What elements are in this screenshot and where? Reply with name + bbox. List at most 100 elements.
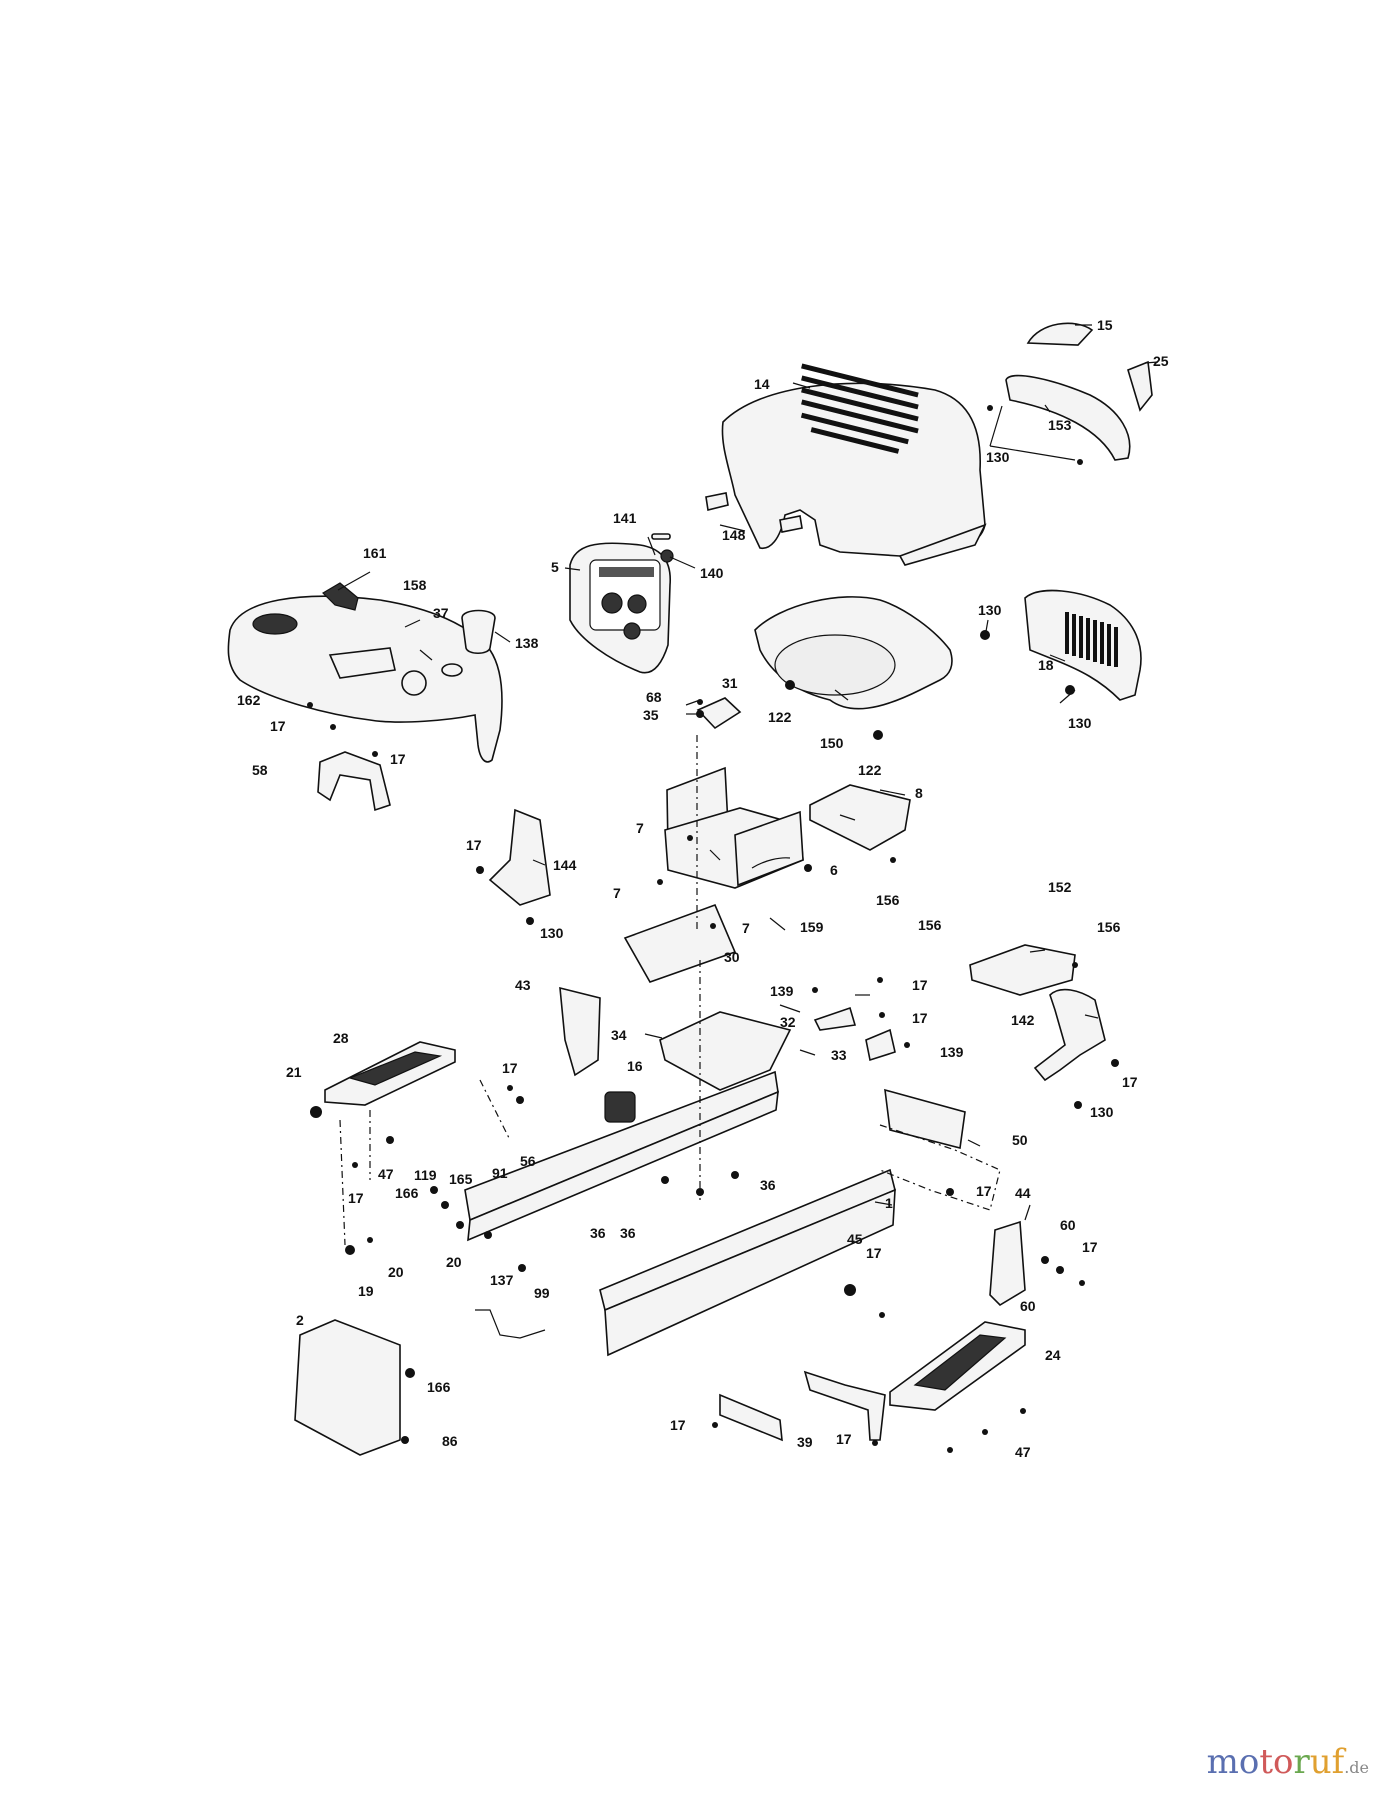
callout-91: 91 (492, 1165, 508, 1181)
callout-166a: 166 (395, 1185, 419, 1201)
callout-58: 58 (252, 762, 268, 778)
watermark-part-5: .de (1344, 1758, 1369, 1777)
callout-20b: 20 (446, 1254, 462, 1270)
watermark-part-2: to (1259, 1742, 1294, 1782)
callout-17d: 17 (912, 977, 928, 993)
part-25-shape (1127, 360, 1153, 412)
part-58-shape (317, 751, 391, 812)
callout-1: 1 (885, 1195, 893, 1211)
callout-44: 44 (1015, 1185, 1031, 1201)
part-2-shape (294, 1319, 401, 1456)
callout-142: 142 (1011, 1012, 1035, 1028)
callout-17m: 17 (836, 1431, 852, 1447)
callout-20a: 20 (388, 1264, 404, 1280)
callout-28: 28 (333, 1030, 349, 1046)
seat-pan-hole (774, 634, 896, 696)
callout-35: 35 (643, 707, 659, 723)
dash-panel-part (569, 542, 671, 674)
callout-32: 32 (780, 1014, 796, 1030)
part-16-shape (604, 1091, 636, 1123)
callout-139b: 139 (940, 1044, 964, 1060)
part-138-shape (461, 609, 496, 655)
callout-47b: 47 (1015, 1444, 1031, 1460)
assembly-centerlines (339, 735, 701, 1246)
callout-43: 43 (515, 977, 531, 993)
callout-99: 99 (534, 1285, 550, 1301)
callout-17g: 17 (502, 1060, 518, 1076)
part-32-shape (813, 1006, 857, 1031)
callout-56: 56 (520, 1153, 536, 1169)
callout-36a: 36 (760, 1177, 776, 1193)
callout-14: 14 (754, 376, 770, 392)
callout-36b: 36 (590, 1225, 606, 1241)
callout-7b: 7 (613, 885, 621, 901)
watermark-part-3: r (1293, 1742, 1310, 1782)
callout-60b: 60 (1020, 1298, 1036, 1314)
callout-165: 165 (449, 1171, 473, 1187)
callout-21: 21 (286, 1064, 302, 1080)
callout-150: 150 (820, 735, 844, 751)
callout-34: 34 (611, 1027, 627, 1043)
part-15-shape (1026, 322, 1094, 346)
callout-17e: 17 (912, 1010, 928, 1026)
hood-part (705, 363, 987, 566)
callout-47a: 47 (378, 1166, 394, 1182)
callout-161: 161 (363, 545, 387, 561)
callout-50: 50 (1012, 1132, 1028, 1148)
part-144-shape (488, 808, 551, 906)
callout-148: 148 (722, 527, 746, 543)
callout-153: 153 (1048, 417, 1072, 433)
fender-part (227, 595, 503, 763)
callout-122b: 122 (858, 762, 882, 778)
watermark-part-4: uf (1309, 1742, 1345, 1782)
callout-130c: 130 (1068, 715, 1092, 731)
part-30-shape (623, 903, 737, 983)
part-152-shape (969, 944, 1076, 996)
callout-119: 119 (414, 1167, 437, 1183)
callout-37: 37 (433, 605, 449, 621)
callout-17h: 17 (348, 1190, 364, 1206)
callout-138: 138 (515, 635, 539, 651)
callout-7a: 7 (636, 820, 644, 836)
callout-68: 68 (646, 689, 662, 705)
callout-60a: 60 (1060, 1217, 1076, 1233)
callout-17c: 17 (466, 837, 482, 853)
callout-130b: 130 (978, 602, 1002, 618)
callout-19: 19 (358, 1283, 374, 1299)
part-153-shape (1005, 374, 1131, 461)
callout-130e: 130 (1090, 1104, 1114, 1120)
part-lower-bracket (803, 1370, 886, 1441)
callout-159: 159 (800, 919, 824, 935)
part-31-shape (696, 697, 742, 730)
callout-130d: 130 (540, 925, 564, 941)
part-33-shape (865, 1028, 896, 1062)
callout-17f: 17 (1122, 1074, 1138, 1090)
callout-30: 30 (724, 949, 740, 965)
axle-outline (879, 1124, 1001, 1211)
callout-140: 140 (700, 565, 724, 581)
part-141-shape (651, 533, 671, 540)
callout-31: 31 (722, 675, 738, 691)
callout-17k: 17 (1082, 1239, 1098, 1255)
callout-24: 24 (1045, 1347, 1061, 1363)
rear-grille-part (1024, 589, 1142, 701)
part-39-shape (719, 1393, 783, 1442)
callout-8: 8 (915, 785, 923, 801)
callout-6: 6 (830, 862, 838, 878)
part-43-shape (559, 986, 601, 1077)
fasteners (307, 405, 1119, 1453)
callout-86: 86 (442, 1433, 458, 1449)
callout-166b: 166 (427, 1379, 451, 1395)
callout-5: 5 (551, 559, 559, 575)
callout-17l: 17 (670, 1417, 686, 1433)
callout-16: 16 (627, 1058, 643, 1074)
callout-15: 15 (1097, 317, 1113, 333)
callout-156b: 156 (918, 917, 942, 933)
watermark-part-1: mo (1206, 1742, 1260, 1782)
part-140-shape (660, 549, 674, 563)
motoruf-watermark-logo: motoruf.de (1207, 1742, 1369, 1782)
callout-130a: 130 (986, 449, 1010, 465)
callout-156c: 156 (1097, 919, 1121, 935)
part-99-shape (475, 1309, 546, 1339)
